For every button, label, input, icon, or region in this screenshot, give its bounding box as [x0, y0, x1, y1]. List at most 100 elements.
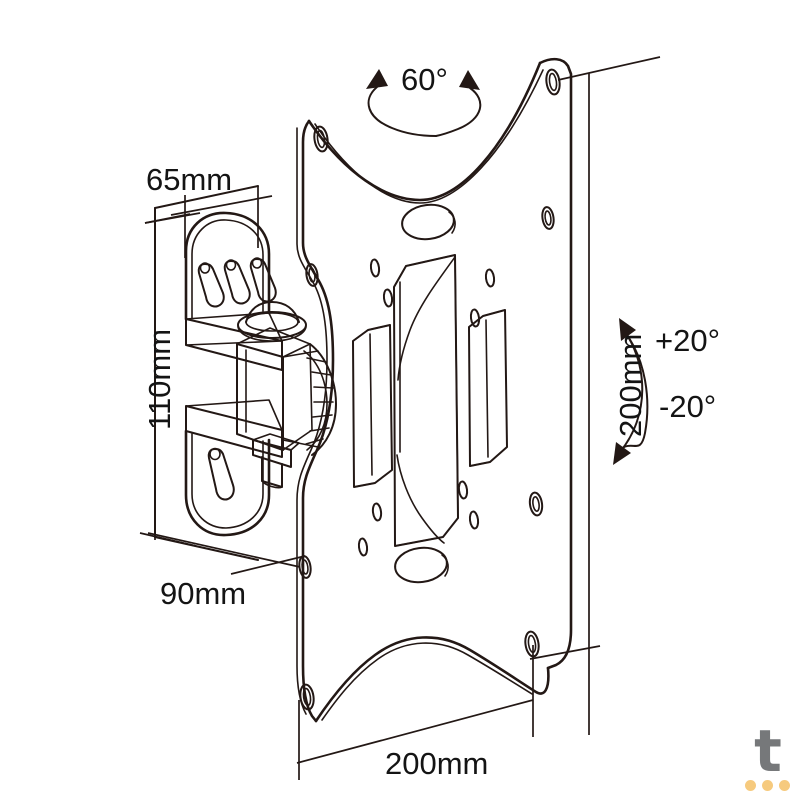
mount-hole-mid-right	[541, 206, 555, 230]
keyhole-slot-4	[207, 448, 235, 501]
dimension-200mm-bottom	[296, 645, 534, 780]
watermark-dot-3	[779, 780, 790, 791]
plate-right-edge	[538, 57, 573, 670]
wheel-inner-arc	[303, 350, 328, 451]
upper-flange-top-face	[185, 312, 283, 346]
label-swivel-angle: 60°	[401, 62, 448, 97]
left-slot-bottom-face	[353, 482, 376, 488]
pivot-knob-outer	[237, 311, 307, 339]
small-hole-6	[371, 502, 383, 522]
tilt-hinge-body	[236, 327, 313, 451]
hinge-arm-upper	[282, 350, 319, 358]
right-narrow-slot	[468, 309, 508, 467]
lower-wall-plate-outline-inner	[191, 433, 264, 529]
wheel-rib-6	[309, 427, 330, 432]
keyhole-slot-1	[197, 263, 225, 308]
hinge-box-right-edge	[282, 343, 313, 451]
swivel-arrow-right	[459, 70, 480, 90]
small-hole-3	[382, 288, 394, 308]
label-110mm: 110mm	[142, 328, 177, 430]
wheel-rib-5	[312, 414, 333, 418]
lower-flange-edge	[185, 399, 283, 431]
swivel-arc-left	[367, 86, 437, 137]
bolt-head-top	[252, 433, 300, 451]
plate-outline	[301, 119, 335, 723]
dim90-leader	[230, 555, 306, 575]
keyhole-slot-2-head	[225, 259, 237, 271]
keyhole-slot-3-head	[251, 257, 263, 269]
small-hole-2	[484, 268, 496, 288]
ribbed-tilt-wheel	[303, 343, 337, 456]
oval-hole-upper-thickness	[448, 211, 456, 234]
keyhole-slot-1-head	[199, 262, 211, 274]
mount-hole-lower-left	[298, 555, 312, 579]
wheel-rib-3	[313, 386, 334, 389]
cable-pass-through-holes	[394, 203, 456, 584]
keyhole-slots-lower	[207, 447, 235, 501]
center-rib-bottom-face	[394, 536, 444, 547]
watermark-dot-2	[762, 780, 773, 791]
swivel-angle-indicator	[366, 69, 482, 137]
tilt-arrow-down	[613, 442, 631, 465]
mount-hole-bottom-right	[524, 630, 540, 658]
dimension-110mm	[139, 210, 197, 547]
bolt-shaft	[261, 456, 283, 488]
small-hole-4	[469, 308, 481, 328]
left-narrow-slot	[352, 324, 393, 488]
watermark-logo: t	[742, 726, 794, 792]
tilt-lock-bolt	[252, 433, 300, 489]
wall-panel-top-edge	[154, 185, 259, 209]
dim200v-ext-top	[557, 56, 661, 81]
plate-top-concave-edge-inner	[314, 69, 544, 204]
mount-hole-top-left-inner	[316, 129, 326, 149]
swivel-arc-right	[435, 87, 482, 137]
label-90mm: 90mm	[160, 576, 247, 611]
wheel-rib-1	[306, 357, 327, 363]
mount-hole-top-right	[545, 68, 561, 96]
lower-wall-plate-outline	[184, 429, 271, 537]
mount-hole-lower-right-inner	[532, 496, 540, 512]
label-200mm-vertical: 200mm	[613, 333, 648, 437]
mount-hole-mid-right-inner	[544, 210, 552, 226]
keyhole-slot-2	[223, 260, 251, 305]
keyhole-slots-upper	[197, 257, 277, 308]
oval-hole-lower-thickness	[441, 554, 449, 577]
plate-bottom-convex-edge-inner	[321, 642, 533, 721]
right-slot-bottom-face	[469, 461, 491, 467]
hinge-pivot-knob	[237, 301, 307, 342]
right-slot-inner-edge	[485, 319, 489, 458]
vesa-plate-group	[296, 57, 573, 723]
right-slot-top-face	[468, 309, 506, 328]
oval-hole-upper	[401, 203, 455, 241]
keyhole-slot-4-head	[209, 447, 221, 461]
pivot-knob-dome	[245, 301, 300, 323]
small-hole-7	[468, 510, 480, 530]
hinge-arm-lower	[282, 439, 319, 448]
label-200mm-bottom: 200mm	[385, 746, 489, 781]
dim200b-line	[296, 699, 534, 764]
center-rib-curved-fold-upper	[397, 256, 456, 381]
label-tilt-down-angle: -20°	[659, 389, 717, 424]
pivot-knob-rim	[237, 326, 307, 342]
mount-hole-mid-left	[305, 263, 319, 287]
swivel-arrow-left	[366, 69, 388, 89]
pivot-knob-inner	[245, 312, 299, 332]
mount-hole-lower-left-inner	[301, 559, 309, 575]
dimension-200mm-vertical	[529, 56, 661, 735]
wall-plate-group	[154, 185, 337, 561]
dim65-line	[170, 195, 273, 216]
watermark-dot-1	[745, 780, 756, 791]
left-slot-top-face	[352, 324, 391, 342]
mount-hole-bottom-left	[299, 683, 315, 711]
dim110-ext-top	[144, 213, 191, 224]
keyhole-slot-3	[249, 258, 277, 303]
wheel-rib-2	[311, 371, 332, 376]
center-rib-curved-fold-lower	[396, 454, 445, 544]
mount-hole-bottom-right-inner	[527, 634, 537, 654]
mount-hole-lower-right	[528, 491, 544, 517]
mount-hole-bottom-left-inner	[302, 687, 312, 707]
small-hole-1	[369, 258, 381, 278]
tilt-arrow-up	[619, 318, 636, 341]
